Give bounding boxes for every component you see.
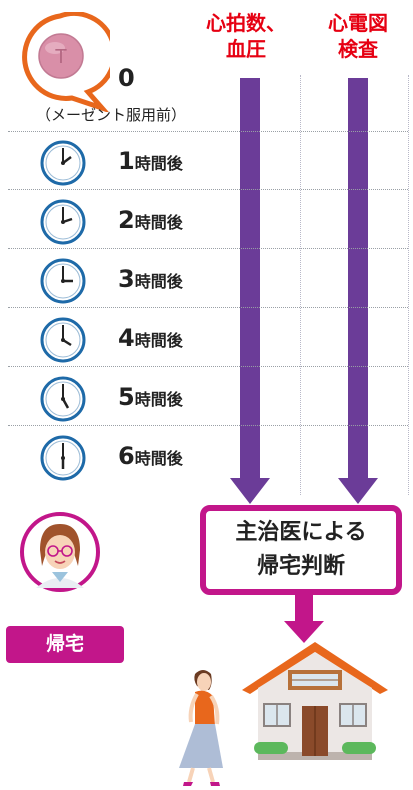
row-unit: 時間後 (134, 213, 183, 232)
row-label-5h: 5時間後 (118, 383, 183, 411)
arrow-heart-rate-bp (230, 78, 270, 504)
clock-icon (40, 199, 86, 245)
svg-text:T: T (55, 46, 67, 68)
start-sublabel: （メーゼント服用前） (36, 106, 187, 124)
clock-icon (40, 258, 86, 304)
pill-icon: T (22, 12, 110, 112)
row-divider (8, 366, 408, 367)
row-number: 5 (118, 383, 135, 411)
row-number: 1 (118, 147, 135, 175)
doctor-avatar-icon (20, 512, 100, 592)
clock-icon (40, 435, 86, 481)
house-icon (242, 642, 388, 760)
row-divider (8, 248, 408, 249)
row-divider (8, 189, 408, 190)
clock-icon (40, 140, 86, 186)
row-label-2h: 2時間後 (118, 206, 183, 234)
row-divider (8, 307, 408, 308)
row-unit: 時間後 (134, 390, 183, 409)
row-number: 2 (118, 206, 135, 234)
go-home-label: 帰宅 (6, 626, 124, 663)
row-label-4h: 4時間後 (118, 324, 183, 352)
row-unit: 時間後 (134, 331, 183, 350)
header-heart-rate-bp: 心拍数、 血圧 (206, 11, 286, 61)
row-unit: 時間後 (134, 272, 183, 291)
row-number: 3 (118, 265, 135, 293)
column-guide-line (408, 75, 409, 495)
row-unit: 時間後 (134, 154, 183, 173)
column-guide-line (300, 75, 301, 495)
header-ecg: 心電図 検査 (328, 11, 388, 61)
arrow-ecg (338, 78, 378, 504)
row-divider (8, 131, 408, 132)
row-number: 6 (118, 442, 135, 470)
woman-walking-icon (179, 670, 223, 786)
clock-icon (40, 376, 86, 422)
row-label-6h: 6時間後 (118, 442, 183, 470)
clock-icon (40, 317, 86, 363)
row-unit: 時間後 (134, 449, 183, 468)
row-number: 4 (118, 324, 135, 352)
row-divider (8, 425, 408, 426)
down-arrow-icon (284, 595, 324, 643)
doctor-decision-box: 主治医による 帰宅判断 (200, 505, 402, 595)
row-label-1h: 1時間後 (118, 147, 183, 175)
row-label-3h: 3時間後 (118, 265, 183, 293)
start-number: 0 (118, 64, 135, 92)
